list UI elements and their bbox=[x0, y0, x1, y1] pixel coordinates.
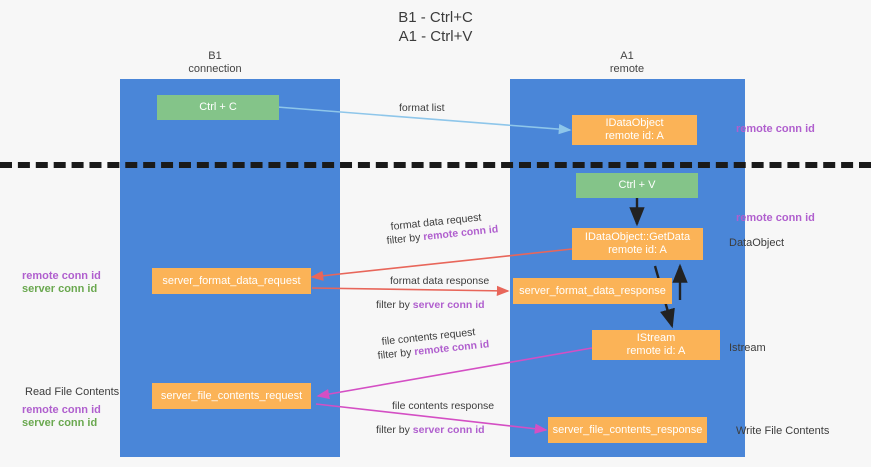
box-istream-line1: IStream bbox=[636, 332, 676, 344]
annotation-left-remote-conn-id-2: remote conn id bbox=[22, 404, 101, 416]
annotation-left-server-conn-id-2: server conn id bbox=[22, 417, 98, 429]
lane-header-a1: A1 remote bbox=[562, 50, 692, 76]
connector-file-contents-request bbox=[316, 347, 593, 400]
box-getdata-line1: IDataObject::GetData bbox=[584, 231, 691, 243]
edge-label-format-list: format list bbox=[399, 102, 445, 114]
box-ctrl-c-label: Ctrl + C bbox=[199, 101, 237, 113]
lane-a1-role: remote bbox=[609, 63, 645, 75]
edge-label-format-data-response-filter: filter by server conn id bbox=[376, 298, 485, 312]
box-ctrl-v-label: Ctrl + V bbox=[618, 179, 656, 191]
filter-prefix: filter by bbox=[386, 231, 424, 247]
lane-a1-name: A1 bbox=[620, 50, 634, 62]
box-ctrl-v[interactable]: Ctrl + V bbox=[576, 173, 698, 198]
filter-prefix-2: filter by bbox=[376, 299, 413, 311]
lane-header-b1: B1 connection bbox=[150, 50, 280, 76]
connector-format-data-request bbox=[310, 248, 573, 281]
edge-label-format-data-response: format data response bbox=[390, 275, 490, 287]
page-title: B1 - Ctrl+C A1 - Ctrl+V bbox=[0, 8, 871, 46]
filter-prefix-3: filter by bbox=[377, 346, 415, 362]
title-line-1: B1 - Ctrl+C bbox=[398, 9, 473, 26]
box-idataobject[interactable]: IDataObject remote id: A bbox=[572, 115, 697, 145]
box-server-file-contents-response[interactable]: server_file_contents_response bbox=[548, 417, 707, 443]
box-istream[interactable]: IStream remote id: A bbox=[592, 330, 720, 360]
annotation-left-remote-conn-id: remote conn id bbox=[22, 270, 101, 282]
box-server-file-contents-request-label: server_file_contents_request bbox=[160, 389, 303, 402]
connector-format-data-response bbox=[311, 285, 510, 296]
annotation-write-file-contents: Write File Contents bbox=[736, 425, 830, 437]
title-line-2: A1 - Ctrl+V bbox=[398, 28, 473, 45]
phase-divider bbox=[0, 162, 871, 168]
box-server-format-data-request[interactable]: server_format_data_request bbox=[152, 268, 311, 294]
box-server-file-contents-response-label: server_file_contents_response bbox=[552, 423, 703, 436]
box-server-format-data-response[interactable]: server_format_data_response bbox=[513, 278, 672, 304]
box-idataobject-line2: remote id: A bbox=[605, 130, 664, 142]
annotation-dataobject: DataObject bbox=[729, 237, 785, 249]
filter-prefix-4: filter by bbox=[376, 424, 413, 436]
annotation-remote-conn-id-top: remote conn id bbox=[736, 123, 815, 135]
edge-label-file-contents-response: file contents response bbox=[392, 400, 495, 412]
box-ctrl-c[interactable]: Ctrl + C bbox=[157, 95, 279, 120]
connector-format-list bbox=[276, 106, 572, 135]
box-istream-line2: remote id: A bbox=[626, 345, 686, 357]
box-getdata-line2: remote id: A bbox=[608, 244, 667, 256]
lane-b1-name: B1 bbox=[208, 50, 222, 62]
annotation-left-server-conn-id: server conn id bbox=[22, 283, 98, 295]
filter-key-server-conn-id: server conn id bbox=[412, 299, 485, 311]
edge-label-file-contents-response-filter: filter by server conn id bbox=[376, 423, 485, 437]
box-server-file-contents-request[interactable]: server_file_contents_request bbox=[152, 383, 311, 409]
box-server-format-data-response-label: server_format_data_response bbox=[519, 284, 666, 297]
connector-file-contents-response bbox=[315, 403, 548, 434]
box-server-format-data-request-label: server_format_data_request bbox=[162, 274, 301, 287]
box-idataobject-line1: IDataObject bbox=[605, 117, 664, 129]
box-idataobject-getdata[interactable]: IDataObject::GetData remote id: A bbox=[572, 228, 703, 260]
annotation-remote-conn-id-mid: remote conn id bbox=[736, 212, 815, 224]
annotation-istream: Istream bbox=[729, 342, 766, 354]
lane-b1-role: connection bbox=[188, 63, 242, 75]
annotation-read-file-contents: Read File Contents bbox=[25, 386, 120, 398]
filter-key-server-conn-id-2: server conn id bbox=[412, 424, 485, 436]
